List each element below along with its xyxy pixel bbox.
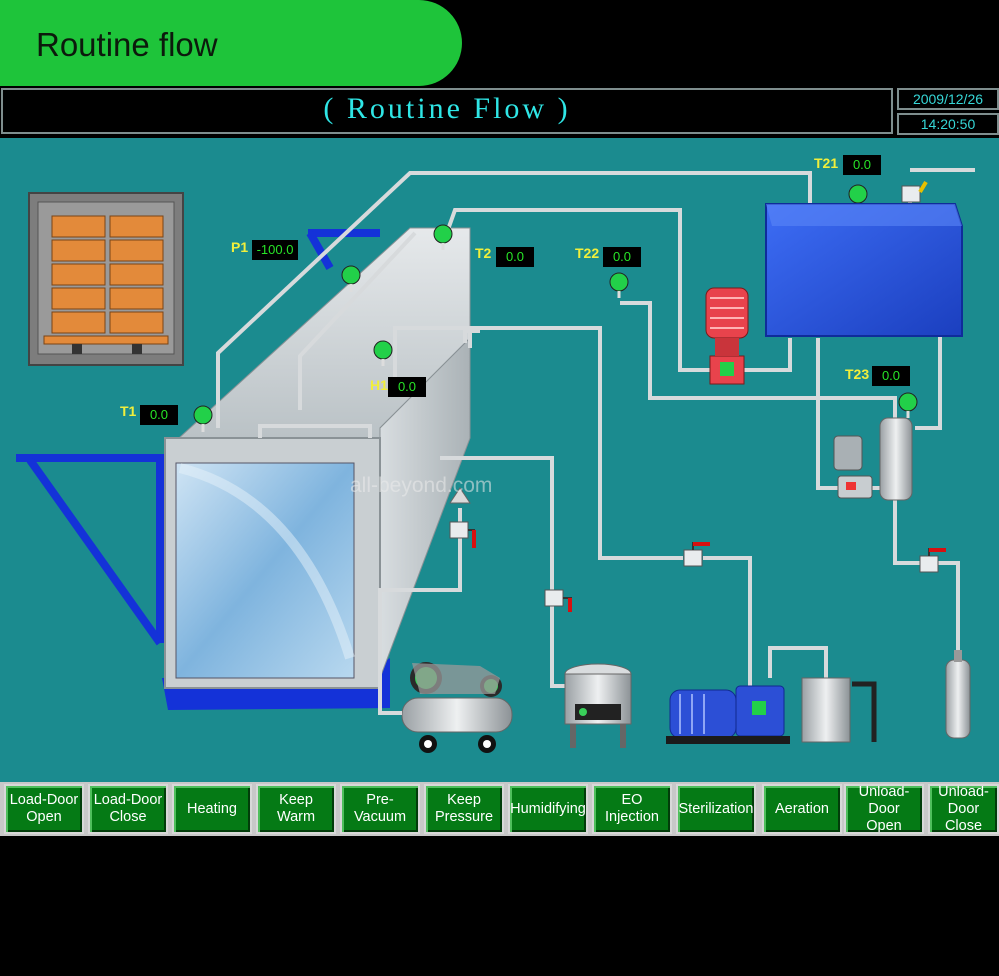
vacuum-pump [666,685,790,744]
air-compressor [401,662,513,753]
h1-readout: 0.0 [388,377,426,397]
load-door-close-button[interactable]: Load-Door Close [88,784,168,834]
small-pump [833,435,873,499]
pre-vacuum-button[interactable]: Pre-Vacuum [340,784,420,834]
sterilization-chamber [164,227,471,689]
date-display: 2009/12/26 [897,88,999,110]
keep-pressure-button[interactable]: Keep Pressure [424,784,504,834]
t22-label: T22 [575,245,600,261]
process-button-bar: Load-Door Open Load-Door Close Heating K… [0,782,999,836]
t23-readout: 0.0 [872,366,910,386]
heat-exchanger-vessel [879,417,913,501]
time-display: 14:20:50 [897,113,999,135]
unload-door-close-button[interactable]: Unload-Door Close [928,784,999,834]
p1-readout: -100.0 [252,240,298,260]
t22-readout: 0.0 [603,247,641,267]
separator-tank [801,677,877,743]
tab-title: Routine flow [36,26,218,63]
vaporizer-unit [564,663,632,748]
process-diagram: all-beyond.com P1 -100.0 T1 0.0 T2 0.0 T… [0,138,999,782]
valve-icons [449,180,946,612]
gauge-icons [193,184,918,432]
t23-label: T23 [845,366,870,382]
t2-readout: 0.0 [496,247,534,267]
diagram-graphics [16,168,975,753]
p1-label: P1 [231,239,249,255]
aeration-button[interactable]: Aeration [762,784,842,834]
circulation-pump [705,287,749,385]
pallet-load-icon [28,192,184,366]
t2-label: T2 [475,245,492,261]
t21-readout: 0.0 [843,155,881,175]
keep-warm-button[interactable]: Keep Warm [256,784,336,834]
page-title: ( Routine Flow ) [323,92,571,125]
h1-label: H1 [370,377,388,393]
unload-door-open-button[interactable]: Unload-Door Open [844,784,924,834]
title-bar: ( Routine Flow ) [1,88,893,134]
eo-injection-button[interactable]: EO Injection [592,784,672,834]
eo-gas-cylinder [945,650,971,739]
water-tank [765,203,963,337]
load-door-open-button[interactable]: Load-Door Open [4,784,84,834]
watermark-text: all-beyond.com [350,474,493,497]
t1-label: T1 [120,403,137,419]
routine-flow-tab[interactable]: Routine flow [0,0,462,86]
humidifying-button[interactable]: Humidifying [508,784,588,834]
t1-readout: 0.0 [140,405,178,425]
heating-button[interactable]: Heating [172,784,252,834]
t21-label: T21 [814,155,839,171]
sterilization-button[interactable]: Sterilization [676,784,756,834]
